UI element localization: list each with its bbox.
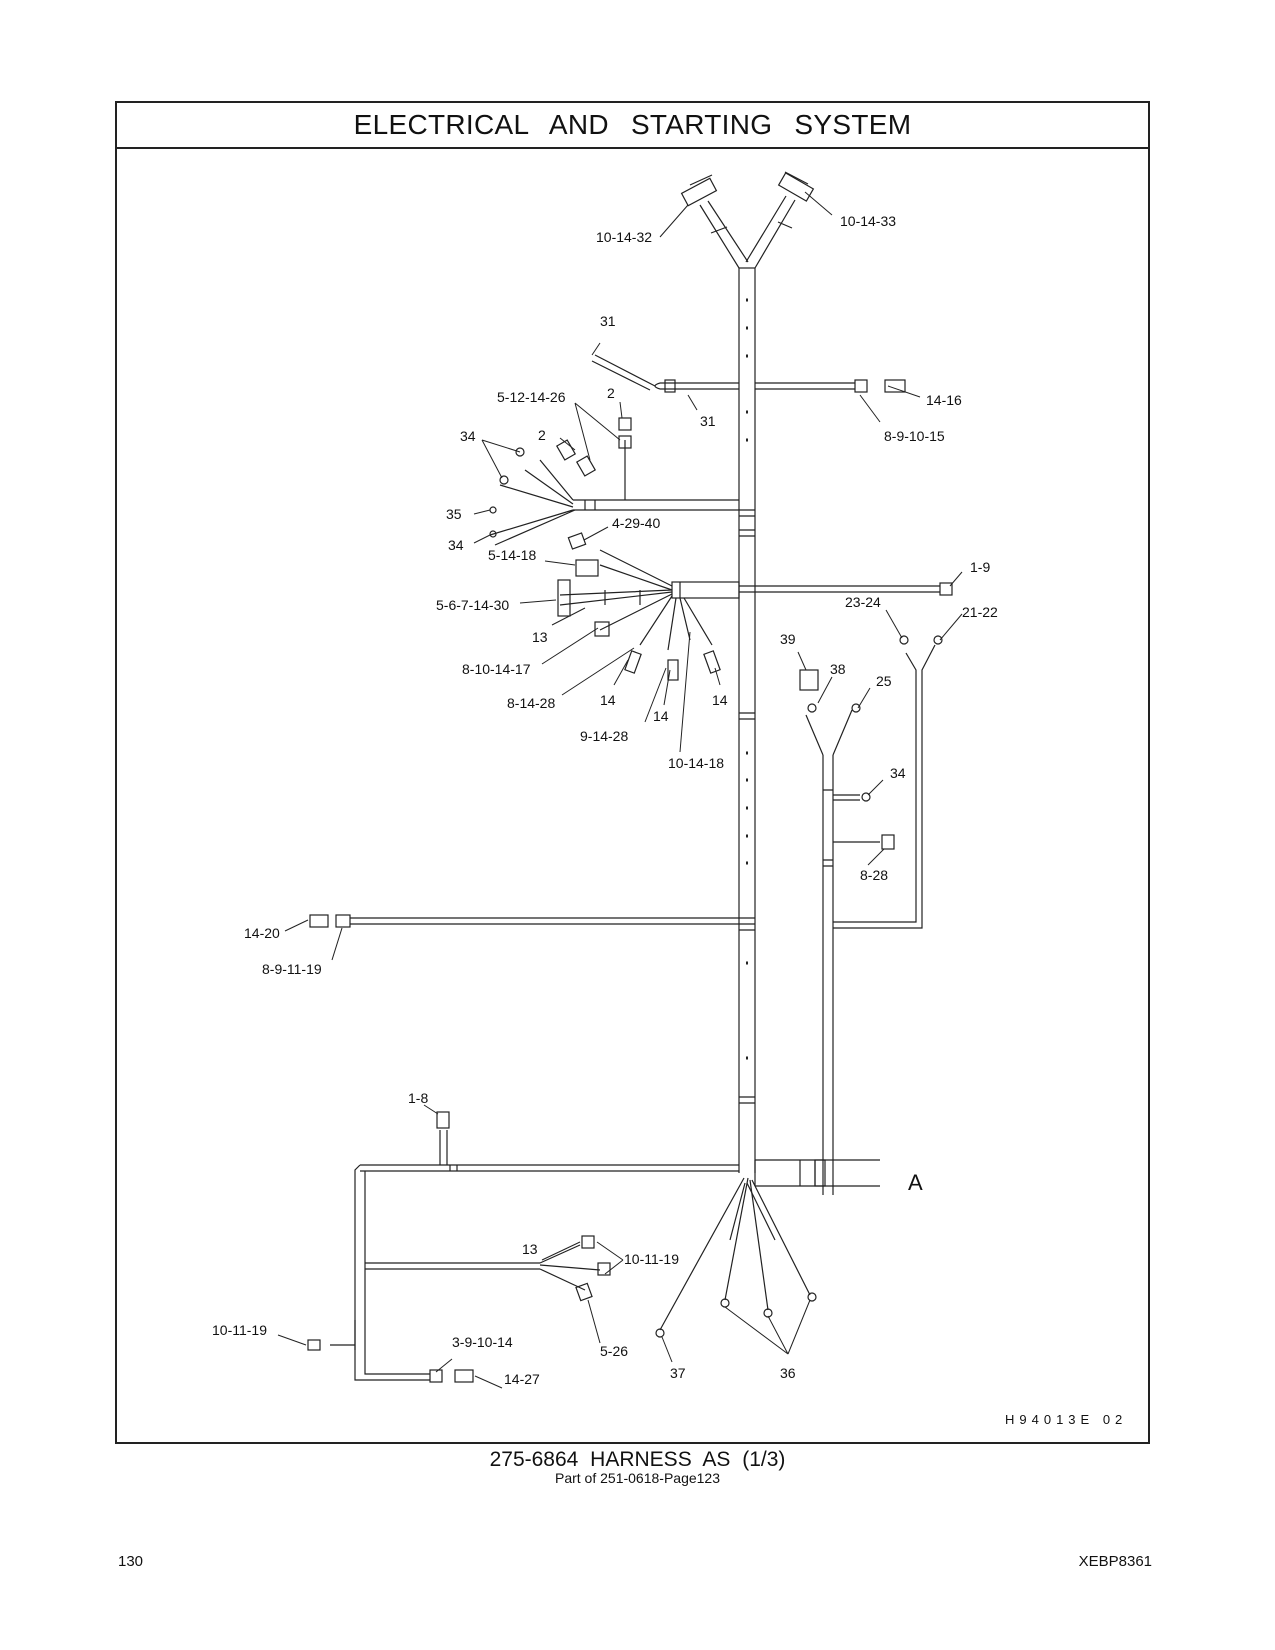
connector-10-14-33 [777,171,815,202]
callout-label: 2 [538,427,546,443]
callout-label: 14-20 [244,925,280,941]
callout-label: 31 [700,413,716,429]
callout-label: 3-9-10-14 [452,1334,513,1350]
callout-label: 10-11-19 [624,1251,679,1267]
callout-label: 36 [780,1365,796,1381]
callout-label: 31 [600,313,616,329]
figure-caption: 275-6864 HARNESS AS (1/3) Part of 251-06… [0,1448,1275,1486]
callout-label: 5-26 [600,1343,628,1359]
callout-label: 35 [446,506,462,522]
page-title: ELECTRICAL AND STARTING SYSTEM [353,109,912,140]
caption-subtitle: Part of 251-0618-Page123 [554,1470,720,1486]
callout-label: 10-14-32 [596,229,652,245]
callout-label: 8-14-28 [507,695,555,711]
callout-label: 10-14-18 [668,755,724,771]
callout-label: 1-8 [408,1090,428,1106]
callout-label: 4-29-40 [612,515,660,531]
trunk-ticks [746,298,748,1060]
callout-label: 25 [876,673,892,689]
callout-label: 37 [670,1365,686,1381]
page-number: 130 [118,1553,144,1570]
callout-label: 14-16 [926,392,962,408]
main-trunk [699,195,796,1173]
callout-label: 38 [830,661,846,677]
callout-label: 9-14-28 [580,728,628,744]
callout-label: 34 [460,428,476,444]
callout-label: 34 [448,537,464,553]
callout-label: 21-22 [962,604,998,620]
callout-label: 8-9-11-19 [262,961,322,977]
callout-label: 1-9 [970,559,990,575]
page-frame: ELECTRICAL AND STARTING SYSTEM [115,101,1150,1444]
connector-10-14-32 [680,174,718,207]
callout-label: 14 [653,708,669,724]
callout-label: 14-27 [504,1371,540,1387]
callout-label: 5-14-18 [488,547,536,563]
caption-title: 275-6864 HARNESS AS (1/3) [489,1448,786,1471]
callout-label: 34 [890,765,906,781]
callout-label: 13 [522,1241,538,1257]
document-code: XEBP8361 [1078,1553,1152,1570]
callout-label: 10-11-19 [212,1322,267,1338]
section-marker-label: A [908,1170,923,1195]
callout-label: 8-9-10-15 [884,428,945,444]
callout-label: 5-12-14-26 [497,389,566,405]
callout-label: 39 [780,631,796,647]
callout-label: 8-28 [860,867,888,883]
callout-label: 13 [532,629,548,645]
illustration-reference: H94013E 02 [1005,1412,1127,1427]
callout-label: 2 [607,385,615,401]
callout-label: 8-10-14-17 [462,661,531,677]
callout-label: 14 [600,692,616,708]
callout-label: 23-24 [845,594,881,610]
callout-label: 10-14-33 [840,213,896,229]
header: ELECTRICAL AND STARTING SYSTEM [117,103,1148,149]
callout-label: 5-6-7-14-30 [436,597,509,613]
callout-label: 14 [712,692,728,708]
